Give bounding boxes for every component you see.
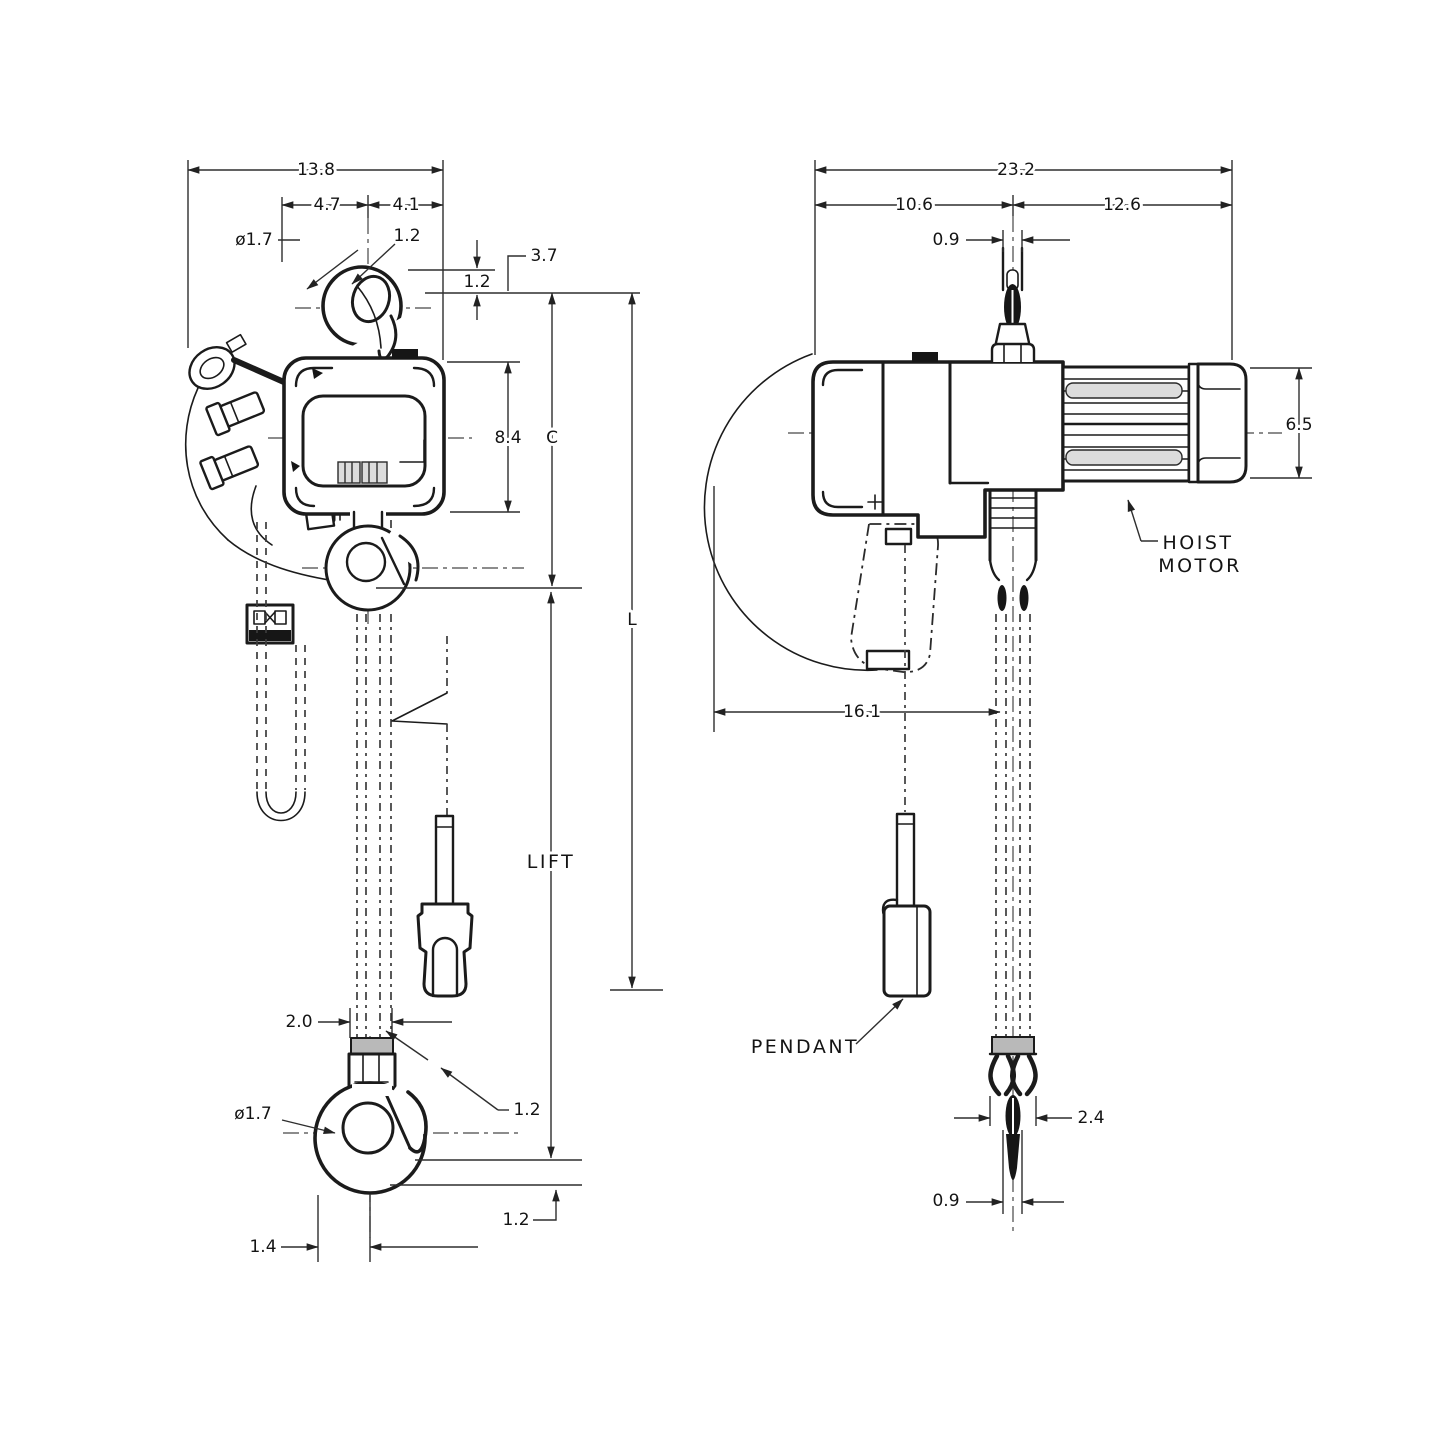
front-view: 13.8 4.7 4.1 ø1.7 1.2 3.7 1.2 xyxy=(184,157,663,1262)
dim-top-hook-diameter: ø1.7 xyxy=(235,230,272,250)
mount-bolt-lower xyxy=(199,445,260,491)
dim-front-right-span: 4.1 xyxy=(392,195,419,215)
bottom-hook-front xyxy=(313,1037,452,1195)
dim-bottom-hook-width: 0.9 xyxy=(932,1191,959,1211)
dim-front-overall-width: 13.8 xyxy=(297,160,335,180)
dim-motor-height: 6.5 xyxy=(1285,415,1312,435)
hoist-body-side xyxy=(811,342,1065,611)
pendant-side xyxy=(881,812,932,998)
dim-body-height: 8.4 xyxy=(494,428,521,448)
dim-chain-anchor-width: 2.0 xyxy=(285,1012,312,1032)
dim-hook-tip-drop: 1.2 xyxy=(502,1210,529,1230)
label-lift: LIFT xyxy=(527,851,575,873)
dim-bottom-hook-diameter: ø1.7 xyxy=(234,1104,271,1124)
label-hoist-motor-line1: HOIST xyxy=(1162,532,1233,554)
label-hoist-motor-line2: MOTOR xyxy=(1158,555,1242,577)
dim-front-left-span: 4.7 xyxy=(313,195,340,215)
dim-headroom-c: C xyxy=(546,428,558,448)
dim-top-hook-width: 0.9 xyxy=(932,230,959,250)
dim-overall-length-l: L xyxy=(627,610,637,630)
bottom-hook-side xyxy=(988,1036,1038,1180)
slack-chain-loop xyxy=(256,522,306,822)
load-chain-side xyxy=(995,614,1031,1036)
pendant-cable-front xyxy=(391,636,448,815)
top-hook-side xyxy=(992,246,1033,354)
dim-hook-throat: 1.4 xyxy=(249,1237,276,1257)
hoist-motor xyxy=(1061,362,1248,484)
lower-hook xyxy=(324,510,440,612)
side-dimensions: 23.2 10.6 12.6 0.9 6.5 HOIST MOTOR xyxy=(713,157,1316,1214)
dim-side-overall-width: 23.2 xyxy=(997,160,1035,180)
chain-guide-side xyxy=(988,488,1038,611)
dim-top-hook-opening: 1.2 xyxy=(393,226,420,246)
label-pendant: PENDANT xyxy=(751,1036,859,1058)
dim-bottom-hook-offset: 1.2 xyxy=(513,1100,540,1120)
dim-hook-block-width: 2.4 xyxy=(1077,1108,1104,1128)
side-view: 23.2 10.6 12.6 0.9 6.5 HOIST MOTOR xyxy=(703,157,1316,1235)
dim-side-rear-span: 12.6 xyxy=(1103,195,1141,215)
front-dimensions: 13.8 4.7 4.1 ø1.7 1.2 3.7 1.2 xyxy=(187,157,663,1262)
swing-envelope xyxy=(703,353,939,812)
pendant-front xyxy=(416,814,474,998)
dim-suspension-gap: 1.2 xyxy=(463,272,490,292)
hoist-body-front xyxy=(282,349,446,528)
chain-guide-front xyxy=(337,461,388,484)
chain-stop-block xyxy=(245,603,295,645)
mount-bolt-upper xyxy=(205,391,266,437)
dim-suspension-setback: 3.7 xyxy=(530,246,557,266)
dim-side-front-span: 10.6 xyxy=(895,195,933,215)
dim-swing-reach: 16.1 xyxy=(843,702,881,722)
